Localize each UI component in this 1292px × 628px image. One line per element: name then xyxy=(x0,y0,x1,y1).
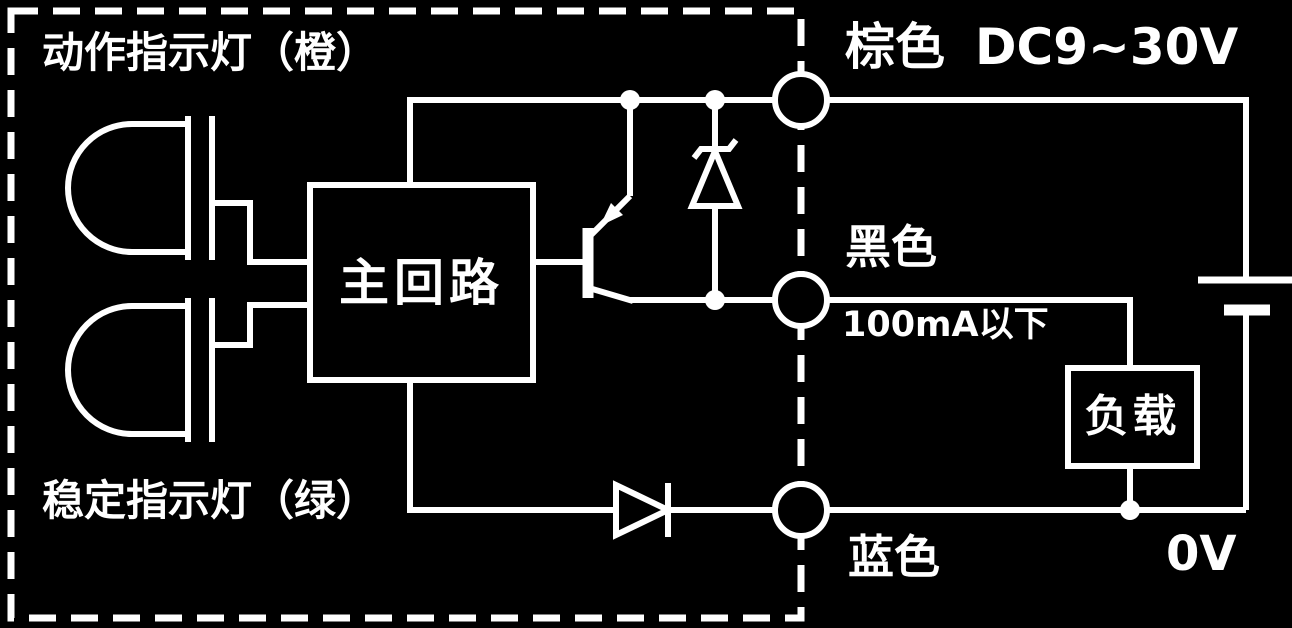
zener-diode-icon xyxy=(687,100,743,300)
stability-led-icon xyxy=(65,298,310,442)
blue-wire-label: 蓝色 xyxy=(848,530,940,584)
stability-indicator-label: 稳定指示灯（绿） xyxy=(42,476,379,525)
main-circuit-label: 主回路 xyxy=(339,253,504,312)
operation-indicator-label: 动作指示灯（橙） xyxy=(42,28,379,77)
battery-icon xyxy=(1198,276,1292,510)
output-wire-right xyxy=(827,297,1133,368)
brown-wire-label: 棕色 xyxy=(845,18,945,76)
load-label: 负载 xyxy=(1084,391,1181,442)
positive-supply-wire-right xyxy=(827,97,1249,277)
output-current-label: 100mA以下 xyxy=(842,305,1049,345)
positive-supply-wire-left xyxy=(407,97,775,185)
ground-voltage-label: 0V xyxy=(1166,526,1237,582)
ground-wire-left xyxy=(407,380,616,513)
brown-wire-terminal xyxy=(772,71,830,129)
diode-icon xyxy=(613,480,675,540)
junction-dots xyxy=(620,90,1140,520)
black-wire-terminal xyxy=(772,271,830,329)
output-transistor-icon xyxy=(533,100,634,304)
supply-voltage-label: DC9~30V xyxy=(975,18,1239,76)
blue-wire-terminal xyxy=(772,481,830,539)
operation-led-icon xyxy=(65,116,310,265)
main-circuit-box xyxy=(307,182,536,383)
black-wire-label: 黑色 xyxy=(845,220,937,274)
